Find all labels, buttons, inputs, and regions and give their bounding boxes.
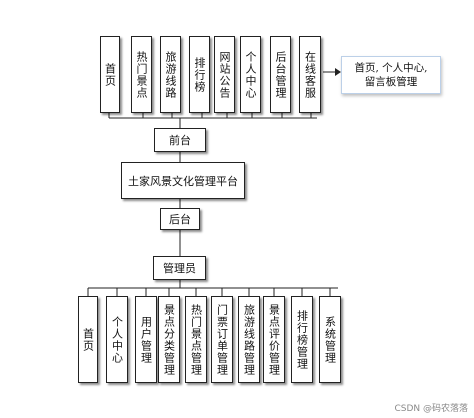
admin-module-spot-category-label: 景点分类管理	[162, 303, 176, 376]
admin-module-ticket-orders-label: 门票订单管理	[215, 303, 229, 376]
admin-module-travel-routes: 旅游线路管理	[238, 296, 260, 383]
front-module-hot-spots: 热门景点	[131, 36, 152, 113]
admin-module-system-label: 系统管理	[323, 315, 337, 364]
front-module-hot-spots-label: 热门景点	[135, 50, 148, 99]
front-module-home-label: 首页	[103, 62, 117, 87]
admin-module-travel-routes-label: 旅游线路管理	[242, 303, 256, 376]
watermark: CSDN @码农落落	[394, 404, 468, 414]
admin-module-rankings: 排行榜管理	[291, 296, 313, 383]
front-module-backend-admin: 后台管理	[270, 36, 291, 113]
online-service-callout: 首页, 个人中心, 留言板管理	[341, 56, 441, 94]
back-end-node: 后台	[160, 208, 200, 230]
admin-module-personal-center: 个人中心	[106, 296, 128, 383]
front-module-travel-routes-label: 旅游线路	[164, 50, 177, 99]
admin-module-spot-reviews: 景点评价管理	[263, 296, 285, 383]
admin-module-system: 系统管理	[319, 296, 341, 383]
front-module-personal-center-label: 个人中心	[244, 50, 257, 99]
front-module-announcements-label: 网站公告	[218, 50, 231, 99]
front-module-personal-center: 个人中心	[240, 36, 261, 113]
admin-module-user-management-label: 用户管理	[139, 315, 153, 364]
front-module-rankings-label: 排行榜	[193, 56, 206, 93]
admin-module-home: 首页	[78, 296, 98, 383]
front-end-label: 前台	[169, 134, 191, 147]
admin-module-user-management: 用户管理	[135, 296, 157, 383]
admin-module-spot-category: 景点分类管理	[158, 296, 180, 383]
admin-module-home-label: 首页	[81, 327, 95, 352]
admin-node: 管理员	[153, 256, 206, 280]
admin-label: 管理员	[163, 262, 196, 275]
front-module-travel-routes: 旅游线路	[160, 36, 181, 113]
platform-node: 土家风景文化管理平台	[121, 162, 245, 199]
front-module-online-service: 在线客服	[299, 36, 321, 113]
front-module-announcements: 网站公告	[214, 36, 235, 113]
admin-module-hot-spots: 热门景点管理	[185, 296, 207, 383]
admin-module-personal-center-label: 个人中心	[110, 315, 124, 364]
admin-module-ticket-orders: 门票订单管理	[211, 296, 233, 383]
front-end-node: 前台	[154, 128, 206, 152]
front-module-online-service-label: 在线客服	[303, 50, 317, 99]
admin-module-spot-reviews-label: 景点评价管理	[267, 303, 281, 376]
back-end-label: 后台	[169, 213, 191, 226]
front-module-rankings: 排行榜	[189, 36, 210, 113]
front-module-home: 首页	[100, 36, 120, 113]
admin-module-hot-spots-label: 热门景点管理	[189, 303, 203, 376]
platform-label: 土家风景文化管理平台	[128, 174, 238, 188]
callout-text: 首页, 个人中心, 留言板管理	[354, 62, 428, 88]
front-module-backend-admin-label: 后台管理	[274, 50, 287, 99]
admin-module-rankings-label: 排行榜管理	[295, 309, 309, 370]
